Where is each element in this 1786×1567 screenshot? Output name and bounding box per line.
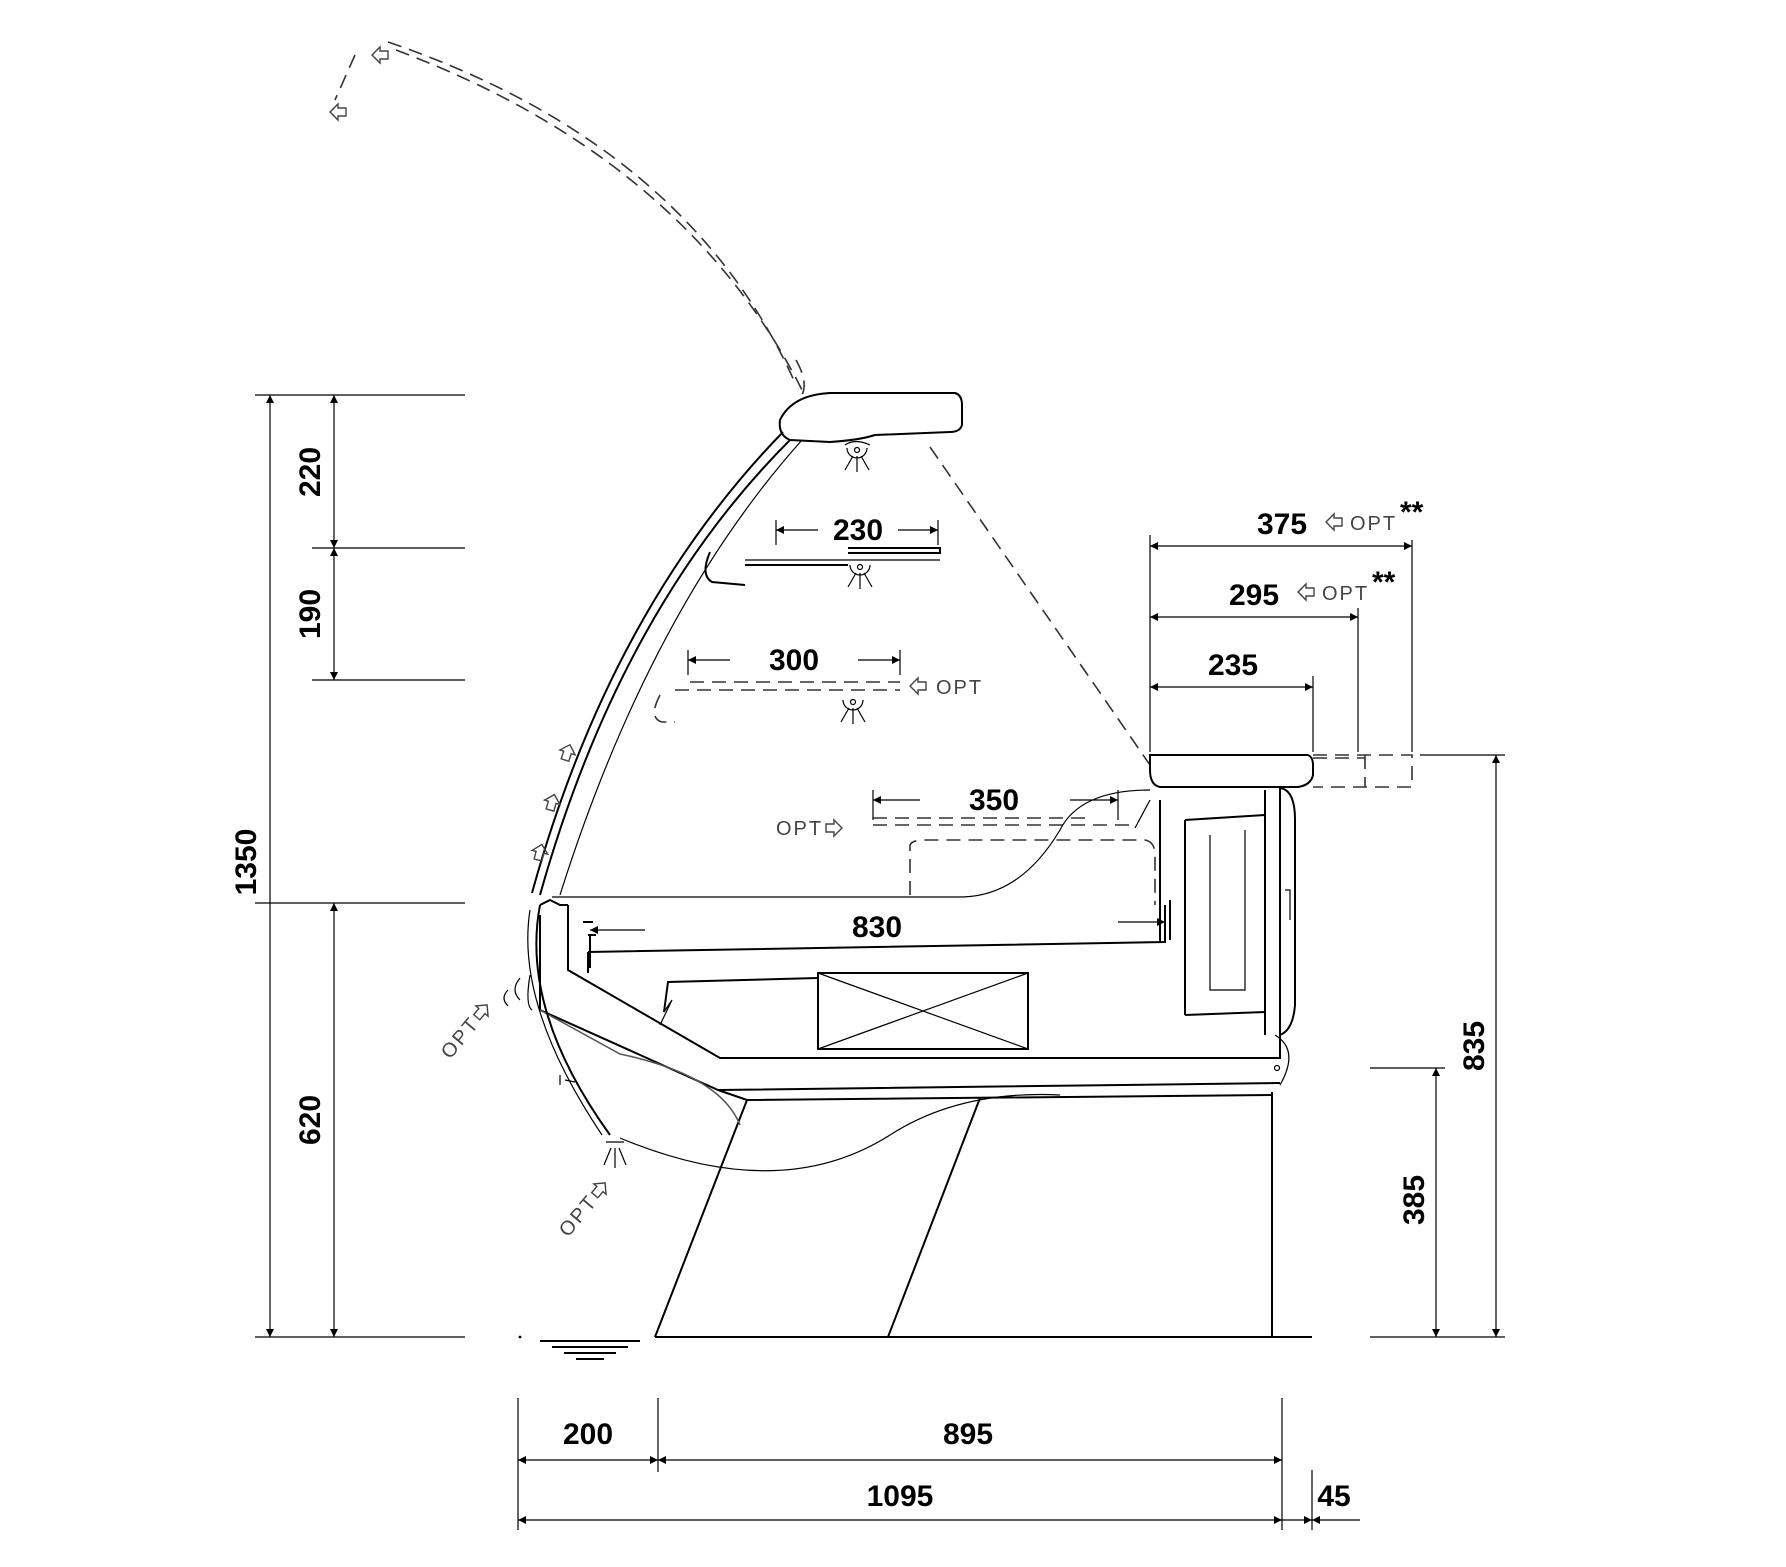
opt-label-295: OPT xyxy=(1322,583,1369,605)
dim-label-295: 295 xyxy=(1229,579,1279,612)
opt-arrow-icon xyxy=(825,819,843,837)
open-glass-dashed-outline xyxy=(329,41,807,399)
opt-arrow-icon xyxy=(1297,583,1315,601)
dim-label-895: 895 xyxy=(943,1418,993,1451)
opt-arrow-icon xyxy=(909,677,927,695)
left-dimensions xyxy=(255,394,465,1338)
dim-label-830: 830 xyxy=(852,911,902,944)
bottom-dimensions xyxy=(517,1398,1360,1530)
dim-label-835: 835 xyxy=(1458,1021,1491,1071)
hinge-arrow-icon xyxy=(329,103,347,121)
opt-label-front-light: OPT xyxy=(555,1191,602,1241)
cabinet-body xyxy=(514,754,1413,1338)
dim-label-375: 375 xyxy=(1257,508,1307,541)
shelf-350-optional xyxy=(873,817,1156,905)
opt-label-shelf: OPT xyxy=(936,677,983,699)
front-light-icon xyxy=(603,1141,627,1168)
opt-label-front-handle: OPT xyxy=(437,1013,484,1063)
dim-label-1095: 1095 xyxy=(867,1480,934,1513)
dim-label-190: 190 xyxy=(294,589,327,639)
hinge-arrow-icon xyxy=(371,46,389,64)
dim-label-1350: 1350 xyxy=(230,829,263,896)
shelf-lamp-icon xyxy=(840,698,866,725)
double-star-375: ** xyxy=(1400,496,1424,529)
dim-label-45: 45 xyxy=(1317,1480,1350,1513)
glass-arrow-icon xyxy=(541,791,563,813)
dim-label-230: 230 xyxy=(833,514,883,547)
opt-label-375: OPT xyxy=(1350,513,1397,535)
shelf-300-optional xyxy=(653,681,900,725)
dim-label-385: 385 xyxy=(1398,1175,1431,1225)
dim-label-300: 300 xyxy=(769,644,819,677)
dim-label-200: 200 xyxy=(563,1418,613,1451)
opt-arrow-icon xyxy=(1325,513,1343,531)
canopy-and-curved-glass xyxy=(529,392,1151,896)
dim-label-235: 235 xyxy=(1208,649,1258,682)
canopy-lamp-icon xyxy=(844,446,870,473)
dim-label-620: 620 xyxy=(294,1095,327,1145)
product-box xyxy=(817,972,1029,1050)
double-star-295: ** xyxy=(1372,566,1396,599)
rear-shelf-dimensions xyxy=(1149,535,1413,752)
glass-arrow-icon xyxy=(556,741,579,764)
shelf-230 xyxy=(704,547,941,590)
floor-symbol-icon xyxy=(518,1335,640,1360)
rear-shelf xyxy=(1149,754,1314,788)
dim-label-220: 220 xyxy=(294,447,327,497)
shelf-lamp-icon xyxy=(847,563,873,590)
shelf-dimensions xyxy=(590,520,1165,934)
right-dimensions xyxy=(1370,754,1505,1338)
opt-label-350: OPT xyxy=(776,818,823,840)
dim-label-350: 350 xyxy=(969,784,1019,817)
